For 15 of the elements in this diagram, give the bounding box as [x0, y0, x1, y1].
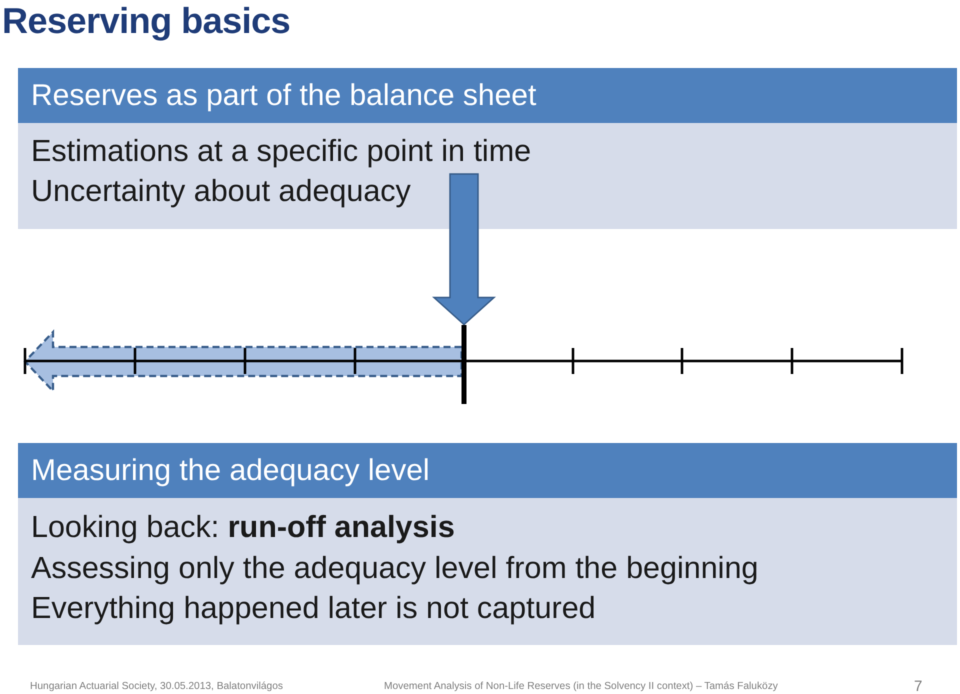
heading-bar: Reserves as part of the balance sheet	[18, 68, 957, 123]
body-text: Estimations at a specific point in time	[31, 134, 532, 168]
slide-title: Reserving basics	[2, 0, 290, 42]
down-arrow	[432, 173, 496, 326]
page-number: 7	[914, 678, 922, 694]
time-marker-bar	[462, 325, 466, 404]
body-text: Uncertainty about adequacy	[31, 174, 411, 208]
body-text: Looking back: run-off analysis	[31, 510, 455, 544]
heading-bar: Measuring the adequacy level	[18, 443, 957, 498]
body-text: Everything happened later is not captured	[31, 591, 596, 625]
content-panel	[18, 443, 957, 645]
content-panel	[18, 68, 957, 229]
footer-text: Movement Analysis of Non-Life Reserves (in the Solvency II context) – Tamás Faluközy	[384, 681, 778, 694]
footer-text: Hungarian Actuarial Society, 30.05.2013, Balatonvilágos	[30, 681, 283, 694]
body-text: Assessing only the adequacy level from the beginning	[31, 550, 758, 584]
